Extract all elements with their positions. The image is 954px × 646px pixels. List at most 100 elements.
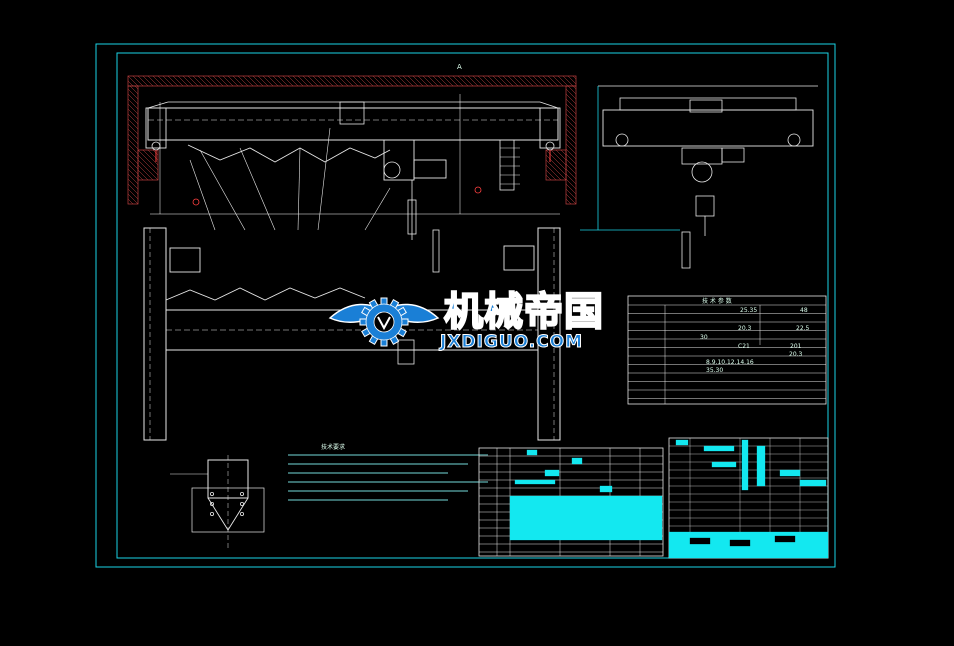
left-wall-hatch-line	[127, 198, 134, 205]
right-wall-hatch-line	[565, 153, 577, 165]
spec-value-2: 48	[800, 307, 808, 314]
bom-table-frame	[478, 447, 664, 557]
top-wall-hatch-line	[172, 75, 184, 87]
top-wall-hatch-line	[327, 75, 339, 87]
notes-heading: 技术要求	[321, 444, 346, 451]
left-wall-hatch-line	[127, 148, 139, 160]
right-wall-hatch-line	[565, 103, 577, 115]
top-wall-hatch-line	[532, 75, 544, 87]
top-wall-hatch-line	[497, 75, 509, 87]
left-wall-hatch-line	[127, 128, 139, 140]
right-wall-hatch-line	[565, 193, 577, 205]
top-wall-hatch-line	[487, 75, 499, 87]
top-wall-hatch-line	[212, 75, 224, 87]
title-fill-2	[711, 461, 737, 468]
spec-table-header: 技 术 参 数	[702, 298, 732, 305]
plan-hoist	[397, 339, 415, 365]
right-column-hatch-line	[545, 174, 552, 181]
right-wall-hatch-line	[565, 138, 577, 150]
top-wall-hatch-line	[192, 75, 204, 87]
top-wall-hatch-line	[152, 75, 164, 87]
left-column-hatch-line	[137, 159, 159, 181]
top-wall-hatch-line	[362, 75, 374, 87]
top-wall-hatch-line	[512, 75, 524, 87]
top-wall-hatch-line	[437, 75, 449, 87]
top-wall-hatch-line	[407, 75, 419, 87]
leader-line-4	[317, 127, 331, 231]
top-wall-hatch-line	[477, 75, 489, 87]
left-wall-hatch-line	[127, 153, 139, 165]
leader-line-3	[297, 147, 301, 231]
right-column-hatch-line	[555, 149, 567, 161]
wheel-right	[545, 141, 555, 151]
left-column-hatch-line	[137, 164, 154, 181]
top-wall-hatch-line	[557, 75, 569, 87]
side-hook	[695, 195, 715, 217]
title-fill-0	[675, 439, 689, 446]
left-wall-hatch-line	[127, 123, 139, 135]
top-wall-hatch-line	[377, 75, 389, 87]
top-wall-hatch-line	[177, 75, 189, 87]
bom-cyan-block	[509, 495, 663, 541]
girder-end-right	[539, 101, 559, 109]
top-wall-hatch-line	[322, 75, 334, 87]
plan-drive-right	[503, 245, 535, 271]
left-wall-hatch-line	[134, 85, 139, 90]
top-wall-hatch-line	[337, 75, 349, 87]
top-wall-hatch-line	[232, 75, 244, 87]
top-wall-hatch-line	[552, 75, 564, 87]
spec-value-3: 20.3	[738, 325, 752, 332]
spec-table-frame	[627, 295, 827, 405]
top-wall-hatch-line	[242, 75, 254, 87]
section-bolt	[209, 491, 214, 496]
top-wall-hatch-line	[197, 75, 209, 87]
left-wall-hatch-line	[127, 183, 139, 195]
leader-line-1	[199, 149, 246, 231]
left-wall-hatch-line	[127, 163, 139, 175]
top-wall-hatch-line	[217, 75, 229, 87]
side-wheel-right	[787, 133, 801, 147]
marker-left	[192, 198, 200, 206]
top-wall-hatch-line	[187, 75, 199, 87]
top-wall-hatch-line	[282, 75, 294, 87]
right-wall-hatch-line	[565, 163, 577, 175]
right-column-hatch-line	[545, 159, 567, 181]
hoist-hook-block	[407, 199, 417, 235]
right-wall-hatch-line	[565, 133, 577, 145]
top-wall-hatch-line	[567, 75, 577, 85]
right-wall-hatch-line	[565, 123, 577, 135]
left-wall-hatch-line	[127, 113, 139, 125]
side-motor	[721, 147, 745, 163]
right-wall-hatch-line	[567, 85, 577, 95]
title-band-gap-0	[689, 537, 711, 545]
top-wall-hatch-line	[257, 75, 269, 87]
watermark-en-text: JXDIGUO.COM	[439, 332, 584, 352]
bom-fill-3	[599, 485, 613, 493]
right-wall-hatch-line	[565, 173, 577, 185]
top-wall-hatch-line	[412, 75, 424, 87]
top-wall-hatch-line	[147, 75, 159, 87]
top-wall-hatch-line	[347, 75, 359, 87]
top-wall-hatch-line	[297, 75, 309, 87]
right-wall-hatch-line	[565, 188, 577, 200]
spec-value-1: 25.35	[740, 307, 758, 314]
trolley-box-top	[339, 101, 365, 125]
top-wall-hatch-line	[167, 75, 179, 87]
right-column-hatch-line	[550, 149, 567, 166]
bom-fill-0	[526, 449, 538, 456]
section-bolt	[209, 501, 214, 506]
left-wall-hatch-line	[127, 188, 139, 200]
side-girder	[602, 109, 814, 147]
top-wall-hatch-line	[527, 75, 539, 87]
right-column-hatch-line	[545, 164, 562, 181]
top-wall-hatch-line	[387, 75, 399, 87]
end-carriage-right	[539, 107, 561, 149]
top-wall-hatch-line	[452, 75, 464, 87]
spec-value-10: 35.30	[706, 367, 724, 374]
left-column-hatch-line	[137, 154, 159, 176]
section-bolt	[209, 512, 214, 517]
side-drum	[691, 161, 713, 183]
top-wall-hatch-line	[457, 75, 469, 87]
title-band-gap-2	[774, 535, 796, 543]
right-column-hatch-line	[545, 154, 567, 176]
